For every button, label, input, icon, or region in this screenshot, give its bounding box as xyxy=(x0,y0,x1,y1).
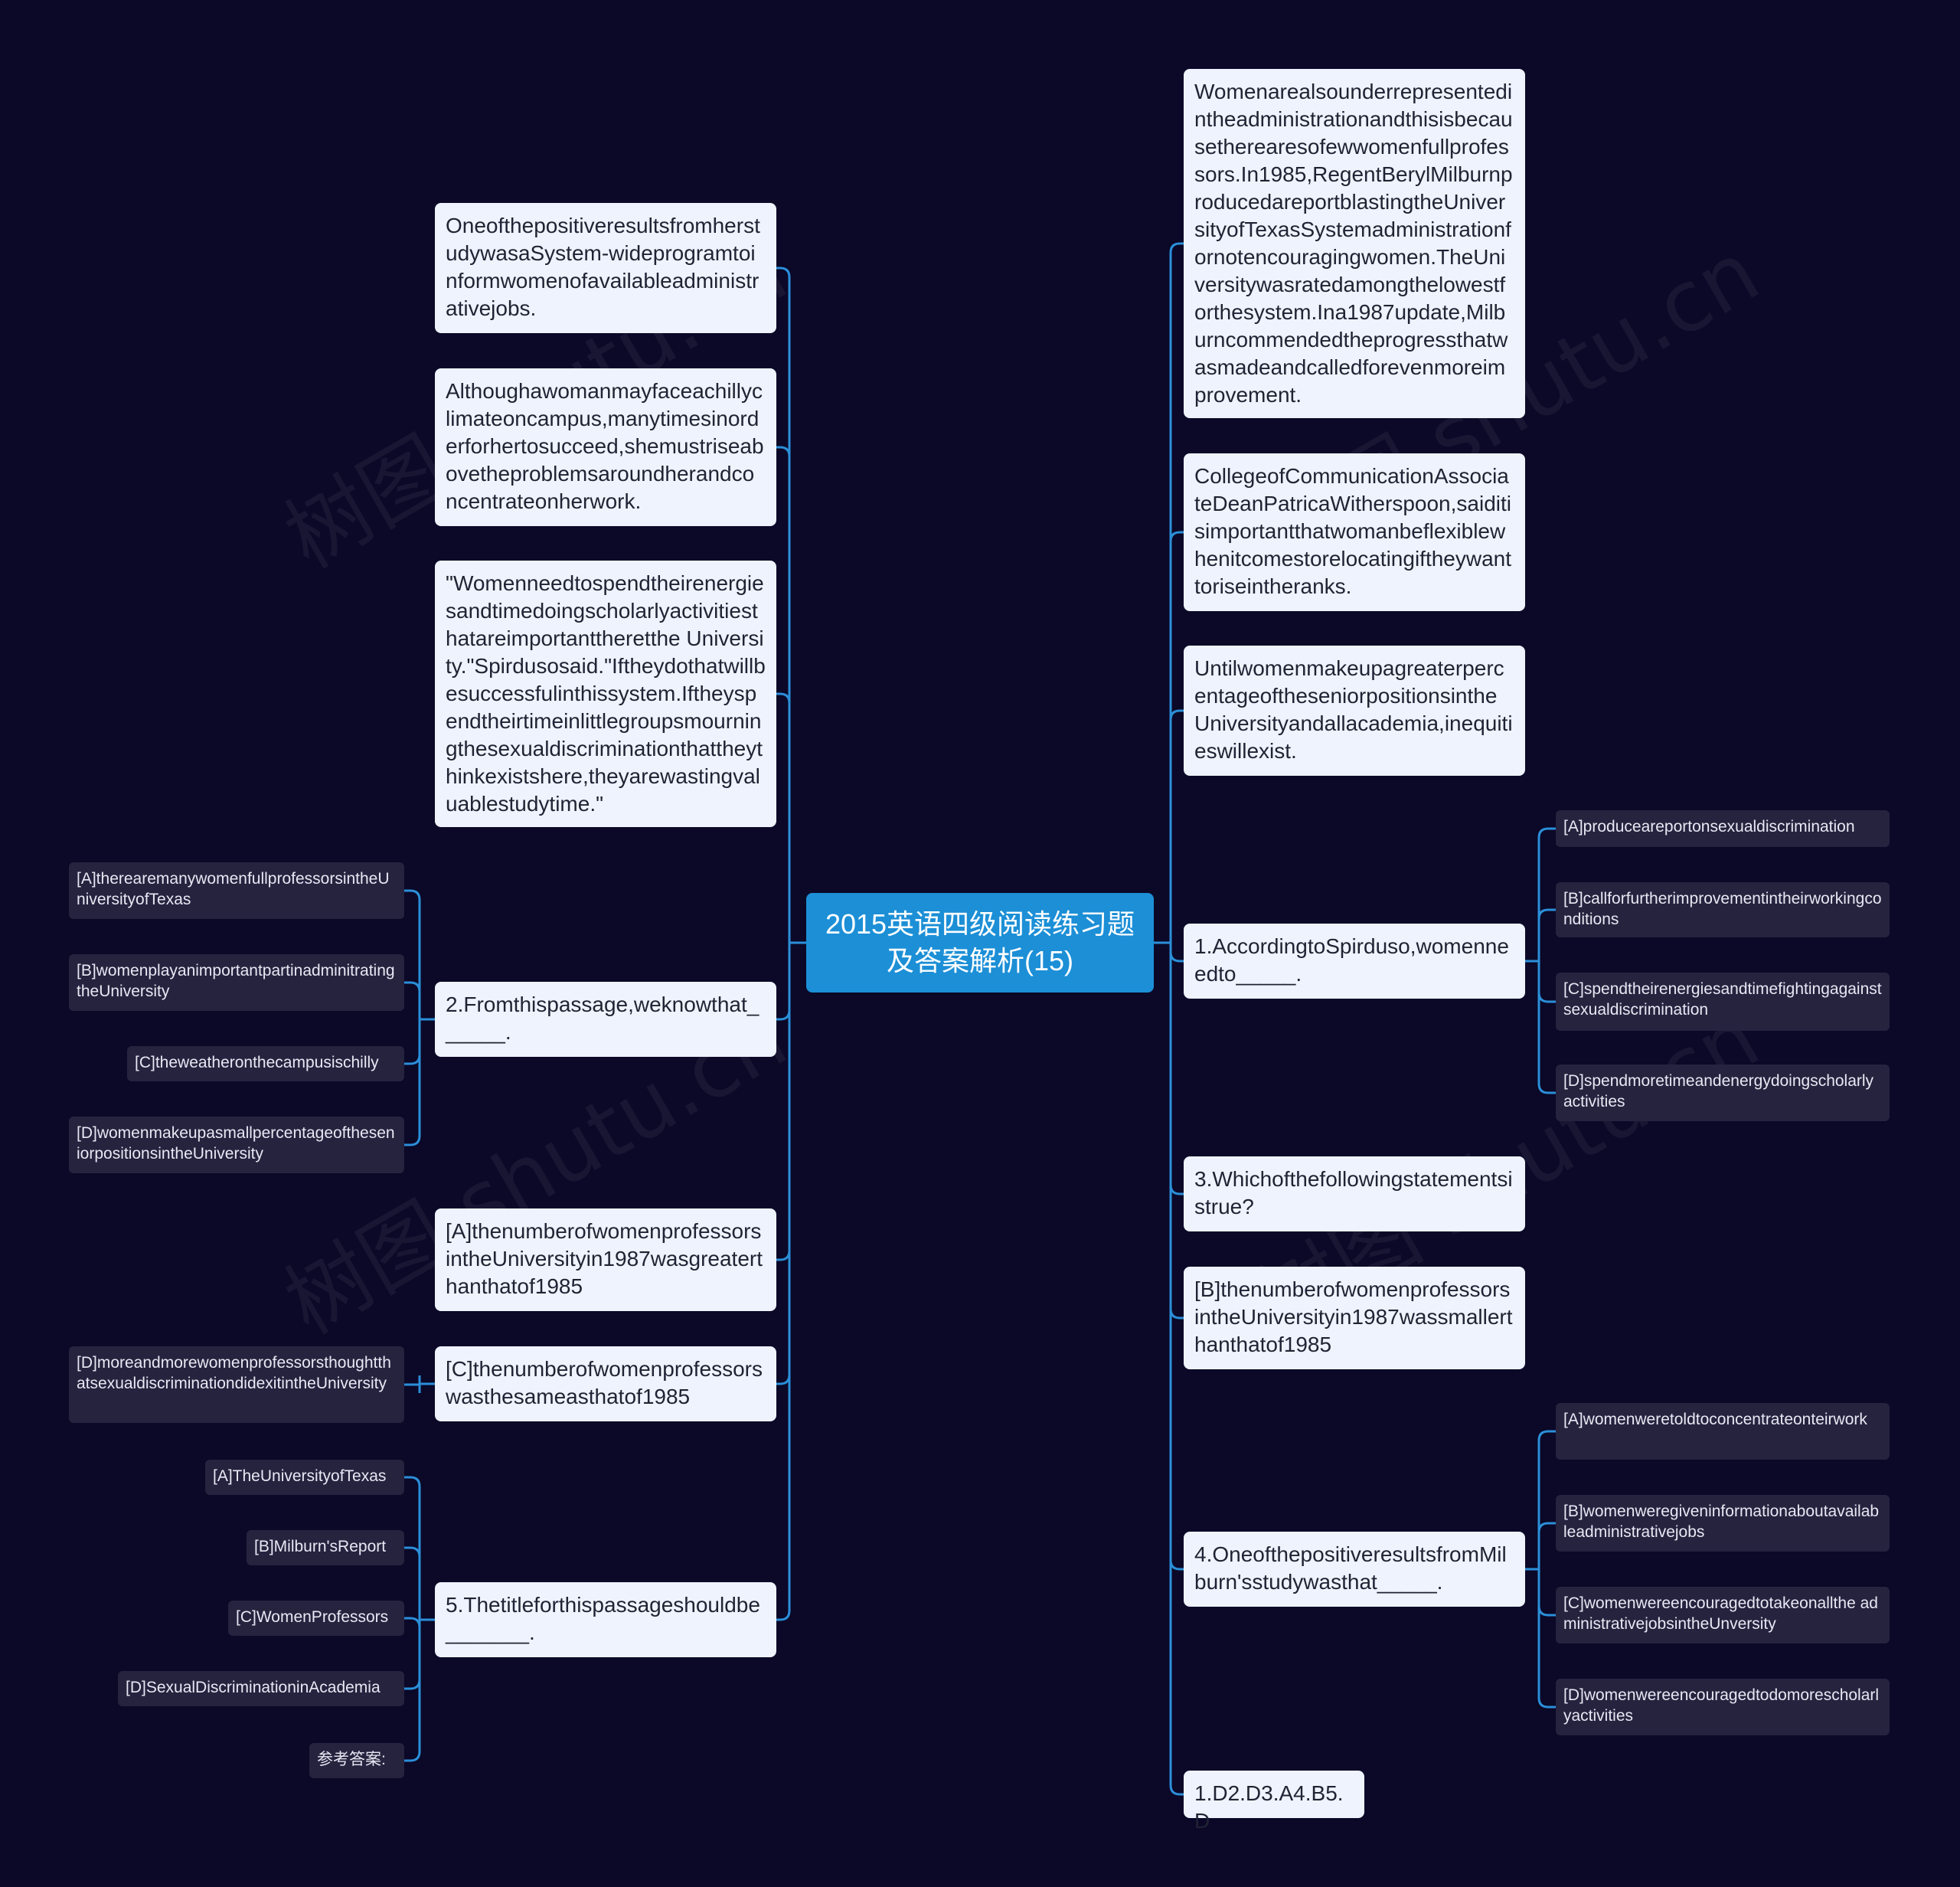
connector-line xyxy=(404,1751,421,1762)
connector-line xyxy=(404,889,421,901)
option-node[interactable]: [B]womenweregiveninformationaboutavailab… xyxy=(1556,1495,1890,1552)
connector-line xyxy=(1169,1784,1184,1796)
option-node[interactable]: [C]WomenProfessors xyxy=(228,1601,404,1636)
connector-line xyxy=(404,1135,421,1146)
option-node[interactable]: [B]thenumberofwomenprofessorsintheUniver… xyxy=(1184,1267,1525,1369)
connector-line xyxy=(404,981,421,993)
option-node[interactable]: [D]womenmakeupasmallpercentageofthesenio… xyxy=(69,1117,404,1173)
option-node[interactable]: [B]callforfurtherimprovementintheirworki… xyxy=(1556,882,1890,937)
option-node[interactable]: [D]spendmoretimeandenergydoingscholarlya… xyxy=(1556,1065,1890,1121)
connector-line xyxy=(776,446,791,457)
option-node[interactable]: [C]spendtheirenergiesandtimefightingagai… xyxy=(1556,973,1890,1031)
option-node[interactable]: [A]thenumberofwomenprofessorsintheUniver… xyxy=(435,1208,776,1311)
connector-line xyxy=(1169,1559,1184,1571)
question-node[interactable]: 4.OneofthepositiveresultsfromMilburn'sst… xyxy=(1184,1532,1525,1607)
connector-line xyxy=(1169,951,1184,963)
connector-line xyxy=(1537,1605,1556,1617)
connector-line xyxy=(776,267,791,278)
connector-line xyxy=(776,692,791,704)
topic-node[interactable]: Womenarealsounderrepresentedintheadminis… xyxy=(1184,69,1525,418)
connector-line xyxy=(1537,1083,1556,1094)
option-node[interactable]: [D]womenwereencouragedtodomorescholarlya… xyxy=(1556,1679,1890,1735)
connector-line xyxy=(776,1250,791,1261)
option-node[interactable]: [C]thenumberofwomenprofessorswasthesamea… xyxy=(435,1346,776,1421)
question-node[interactable]: 5.Thetitleforthispassageshouldbe_______. xyxy=(435,1582,776,1657)
connector-line xyxy=(1537,1430,1556,1441)
connector-line xyxy=(1169,242,1184,253)
option-node[interactable]: [A]therearemanywomenfullprofessorsintheU… xyxy=(69,862,404,919)
connector-line xyxy=(776,1610,791,1621)
connector-line xyxy=(1169,531,1184,542)
answer-label-node[interactable]: 参考答案: xyxy=(309,1743,404,1778)
connector-line xyxy=(1537,1522,1556,1533)
question-node[interactable]: 3.Whichofthefollowingstatementsistrue? xyxy=(1184,1156,1525,1231)
connector-line xyxy=(404,1054,421,1065)
connector-line xyxy=(404,1546,421,1558)
connector-line xyxy=(404,1679,421,1690)
option-node[interactable]: [D]SexualDiscriminationinAcademia xyxy=(118,1671,404,1706)
topic-node[interactable]: Althoughawomanmayfaceachillyclimateoncam… xyxy=(435,368,776,526)
topic-node[interactable]: CollegeofCommunicationAssociateDeanPatri… xyxy=(1184,453,1525,611)
option-node[interactable]: [B]Milburn'sReport xyxy=(247,1530,404,1565)
option-node[interactable]: [D]moreandmorewomenprofessorsthoughtthat… xyxy=(69,1346,404,1423)
connector-line xyxy=(1537,827,1556,839)
connector-line xyxy=(776,1009,791,1021)
connector-line xyxy=(1537,992,1556,1003)
option-node[interactable]: [A]TheUniversityofTexas xyxy=(205,1460,404,1495)
connector-line xyxy=(404,1617,421,1628)
connector-line xyxy=(1169,1184,1184,1195)
topic-node[interactable]: OneofthepositiveresultsfromherstudywasaS… xyxy=(435,203,776,333)
connector-line xyxy=(776,1374,791,1385)
connector-line xyxy=(1169,1308,1184,1320)
answer-key-node[interactable]: 1.D2.D3.A4.B5.D xyxy=(1184,1771,1364,1833)
option-node[interactable]: [C]theweatheronthecampusischilly xyxy=(127,1046,404,1081)
option-node[interactable]: [A]womenweretoldtoconcentrateonteirwork xyxy=(1556,1403,1890,1460)
topic-node[interactable]: Untilwomenmakeupagreaterpercentageofthes… xyxy=(1184,646,1525,776)
question-node[interactable]: 1.AccordingtoSpirduso,womenneedto_____. xyxy=(1184,924,1525,999)
connector-line xyxy=(1537,1697,1556,1709)
connector-line xyxy=(404,1476,421,1487)
topic-node[interactable]: "Womenneedtospendtheirenergiesandtimedoi… xyxy=(435,561,776,827)
question-node[interactable]: 2.Fromthispassage,weknowthat______. xyxy=(435,982,776,1057)
connector-line xyxy=(1537,908,1556,920)
option-node[interactable]: [B]womenplayanimportantpartinadminitrati… xyxy=(69,954,404,1011)
option-node[interactable]: [C]womenwereencouragedtotakeonallthe adm… xyxy=(1556,1587,1890,1643)
root-topic[interactable]: 2015英语四级阅读练习题及答案解析(15) xyxy=(806,893,1154,993)
connector-line xyxy=(1169,709,1184,721)
option-node[interactable]: [A]produceareportonsexualdiscrimination xyxy=(1556,810,1890,847)
